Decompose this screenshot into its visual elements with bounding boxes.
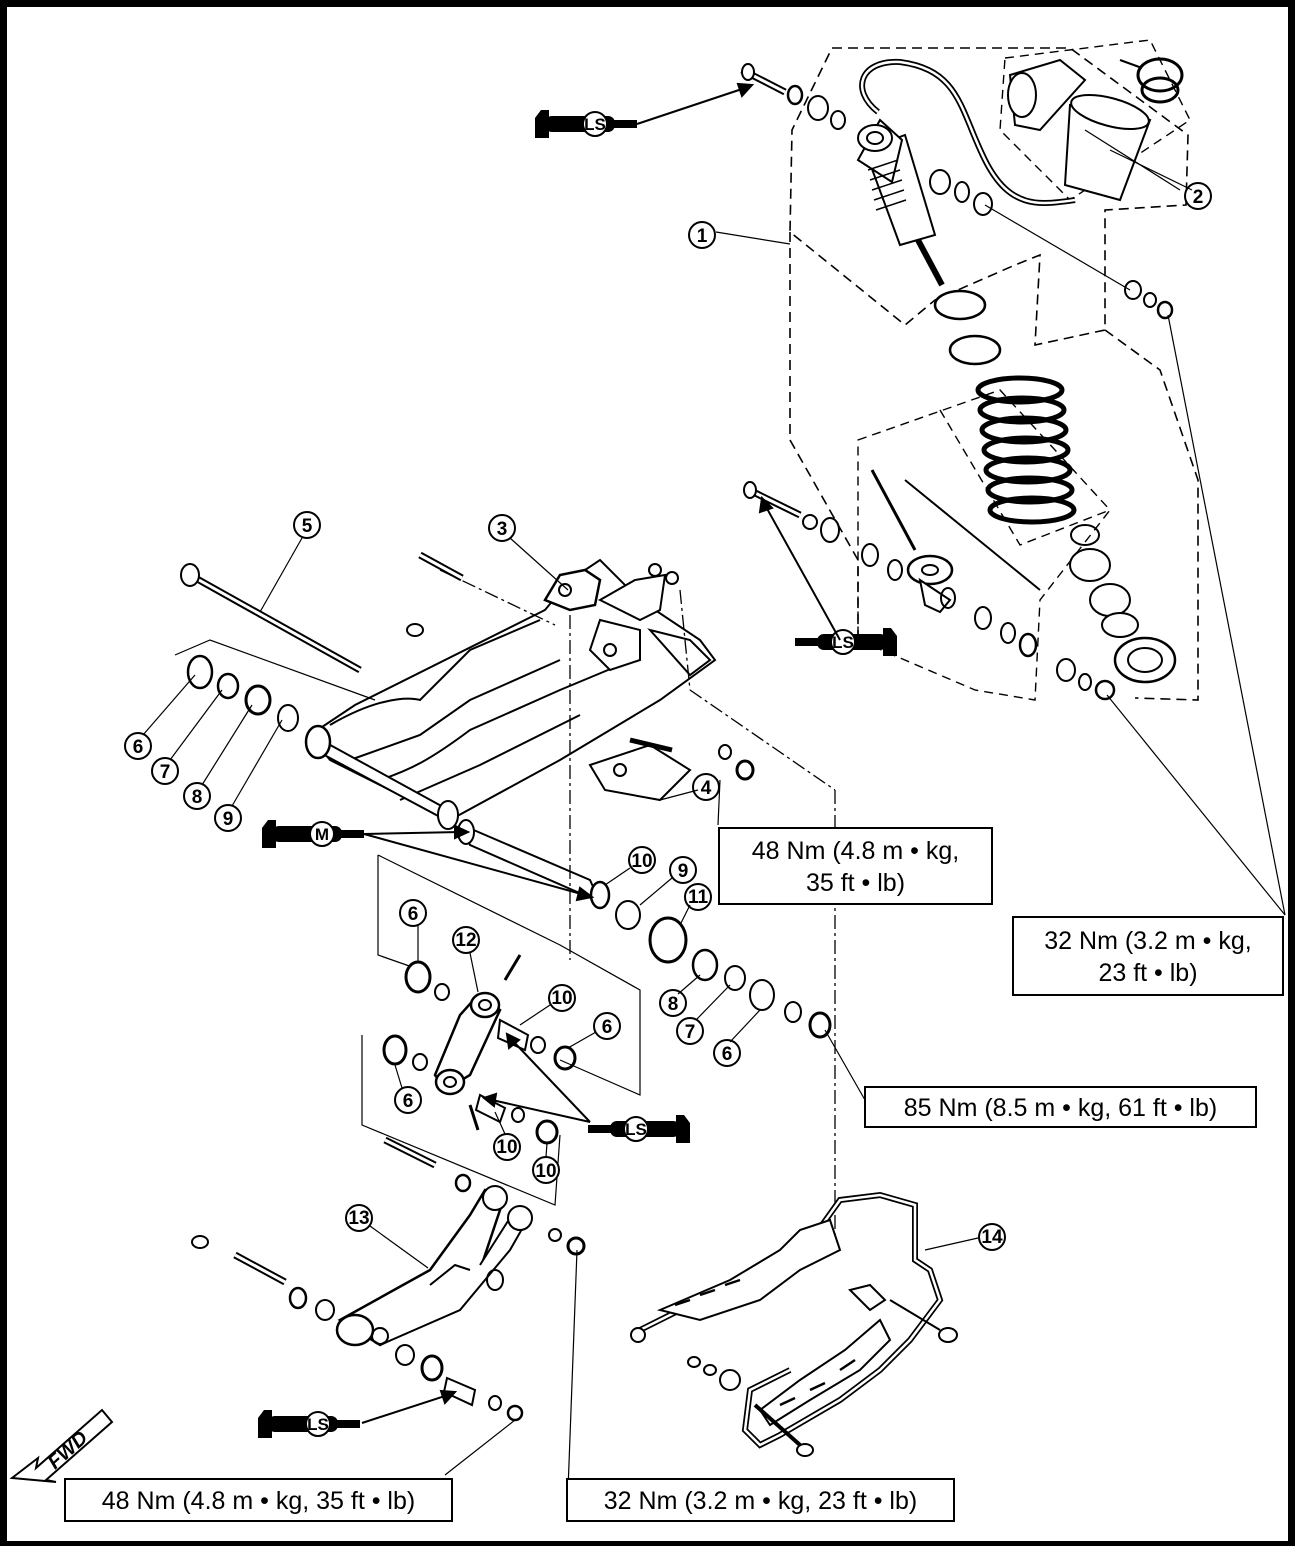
svg-text:13: 13 — [348, 1208, 369, 1229]
svg-text:2: 2 — [1193, 187, 1204, 208]
svg-text:7: 7 — [685, 1022, 696, 1043]
svg-text:8: 8 — [668, 994, 679, 1015]
callout-10c: 10 — [493, 1133, 521, 1161]
callout-6d: 6 — [713, 1039, 741, 1067]
callout-6c: 6 — [593, 1012, 621, 1040]
svg-text:6: 6 — [602, 1017, 613, 1038]
svg-text:10: 10 — [551, 988, 572, 1009]
svg-text:LS: LS — [307, 1415, 329, 1434]
callout-8b: 8 — [659, 989, 687, 1017]
callout-11: 11 — [684, 883, 712, 911]
torque-spec-48nm-upper: 48 Nm (4.8 m • kg, 35 ft • lb) — [718, 827, 993, 905]
svg-text:LS: LS — [625, 1120, 647, 1139]
callout-10a: 10 — [628, 846, 656, 874]
torque-spec-48nm-lower: 48 Nm (4.8 m • kg, 35 ft • lb) — [64, 1478, 453, 1522]
callout-14: 14 — [978, 1223, 1006, 1251]
callout-6e: 6 — [394, 1086, 422, 1114]
svg-text:8: 8 — [192, 787, 203, 808]
callout-10b: 10 — [548, 984, 576, 1012]
torque-spec-32nm-lower: 32 Nm (3.2 m • kg, 23 ft • lb) — [566, 1478, 955, 1522]
molybdenum-grease-symbol: M — [262, 820, 364, 848]
callout-3: 3 — [488, 514, 516, 542]
lithium-soap-grease-symbol-4: LS — [258, 1410, 360, 1438]
svg-text:4: 4 — [701, 778, 712, 799]
callout-6b: 6 — [399, 899, 427, 927]
swingarm-assembly — [174, 551, 866, 1240]
svg-text:1: 1 — [697, 226, 708, 247]
svg-text:12: 12 — [455, 930, 476, 951]
callout-12: 12 — [452, 926, 480, 954]
svg-text:3: 3 — [497, 519, 508, 540]
svg-text:7: 7 — [160, 762, 171, 783]
callout-labels: 1 2 3 4 5 6 6 6 6 6 7 7 8 8 9 9 10 10 10… — [124, 182, 1212, 1251]
svg-text:6: 6 — [133, 737, 144, 758]
forward-direction-arrow: FWD — [9, 1408, 114, 1483]
torque-spec-85nm: 85 Nm (8.5 m • kg, 61 ft • lb) — [864, 1086, 1257, 1128]
shock-absorber-assembly — [715, 39, 1286, 916]
svg-text:10: 10 — [535, 1161, 556, 1182]
footrest-bracket — [630, 1191, 979, 1457]
torque-spec-32nm-upper: 32 Nm (3.2 m • kg, 23 ft • lb) — [1012, 916, 1284, 996]
callout-7a: 7 — [151, 757, 179, 785]
callout-1: 1 — [688, 221, 716, 249]
callout-8a: 8 — [183, 782, 211, 810]
svg-text:M: M — [315, 825, 329, 844]
svg-text:11: 11 — [688, 887, 709, 908]
lube-label: LS — [584, 115, 606, 134]
svg-text:6: 6 — [403, 1091, 414, 1112]
callout-13: 13 — [345, 1204, 373, 1232]
svg-text:9: 9 — [678, 861, 689, 882]
svg-text:14: 14 — [981, 1227, 1003, 1248]
relay-arm-assembly — [191, 854, 641, 1491]
svg-text:9: 9 — [223, 809, 234, 830]
svg-text:6: 6 — [722, 1044, 733, 1065]
lithium-soap-grease-symbol-3: LS — [588, 1115, 690, 1143]
callout-6f: 10 — [532, 1156, 560, 1184]
svg-text:10: 10 — [631, 851, 652, 872]
svg-text:6: 6 — [408, 904, 419, 925]
callout-9a: 9 — [214, 804, 242, 832]
svg-text:LS: LS — [832, 633, 854, 652]
callout-7b: 7 — [676, 1017, 704, 1045]
callout-6a: 6 — [124, 732, 152, 760]
svg-text:5: 5 — [302, 516, 313, 537]
callout-4: 4 — [692, 773, 720, 801]
lithium-soap-grease-symbol-1: LS — [535, 110, 637, 138]
lube-arrows — [361, 82, 841, 1424]
lithium-soap-grease-symbol-2: LS — [795, 628, 897, 656]
callout-leaders — [142, 149, 1193, 1269]
callout-9b: 9 — [669, 856, 697, 884]
callout-5: 5 — [293, 511, 321, 539]
callout-2: 2 — [1184, 182, 1212, 210]
svg-text:10: 10 — [496, 1137, 517, 1158]
